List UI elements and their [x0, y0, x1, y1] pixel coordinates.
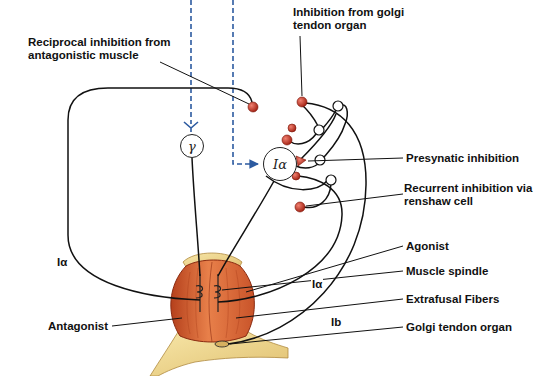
renshaw-cell	[326, 175, 336, 185]
muscle-spindle	[196, 274, 221, 312]
label-box: Iα	[311, 278, 323, 291]
annotation-label: Reciprocal inhibition from antagonistic …	[28, 36, 170, 61]
leader-line	[308, 158, 403, 161]
inhibitory-synapse	[295, 202, 305, 212]
label-box: Presynatic inhibition	[406, 152, 519, 165]
descending-pathway	[233, 0, 258, 164]
leader-line	[236, 299, 403, 318]
annotation-label: Extrafusal Fibers	[406, 293, 499, 305]
label-box: Golgi tendon organ	[406, 321, 512, 334]
fiber-label: Iα	[56, 256, 68, 268]
annotation-label: Muscle spindle	[406, 265, 488, 277]
interneuron-cell	[315, 155, 325, 165]
gamma-motor-neuron: γ	[180, 134, 204, 158]
fiber-label: Iα	[311, 278, 323, 290]
node-text: Iα	[273, 157, 287, 172]
label-box: Muscle spindle	[406, 265, 488, 278]
node-text: γ	[188, 139, 196, 154]
label-box: Antagonist	[48, 320, 108, 333]
label-box: Recurrent inhibition via renshaw cell	[404, 182, 536, 208]
annotation-label: Antagonist	[48, 320, 108, 332]
interneuron-cell	[333, 101, 343, 111]
leader-line	[300, 36, 302, 96]
label-box: Iα	[56, 256, 68, 269]
muscle-divider	[209, 262, 212, 342]
label-box: Extrafusal Fibers	[406, 293, 499, 306]
annotation-label: Agonist	[406, 240, 449, 252]
alpha-motor-neuron: Iα	[263, 147, 297, 181]
inhibitory-synapse	[288, 124, 296, 132]
gamma-efferent	[192, 158, 200, 276]
annotation-label: Golgi tendon organ	[406, 321, 512, 333]
label-box: Ib	[330, 316, 342, 329]
alpha-efferent	[218, 181, 274, 276]
fiber-label: Ib	[330, 316, 342, 328]
annotation-label: Recurrent inhibition via renshaw cell	[404, 182, 532, 207]
label-box: Reciprocal inhibition from antagonistic …	[28, 36, 178, 62]
interneuron-cell	[314, 125, 324, 135]
ib-afferent	[228, 103, 366, 344]
inhibitory-synapse	[297, 97, 307, 107]
presynaptic-branch	[300, 114, 336, 160]
interneuron	[289, 103, 347, 168]
inhibitory-synapse	[248, 102, 258, 112]
leader-line	[160, 62, 249, 104]
ia-afferent-agonist	[218, 176, 342, 302]
synapse-fork	[184, 122, 198, 132]
leader-line	[112, 318, 182, 326]
muscle-belly	[171, 260, 255, 342]
leader-line	[230, 327, 403, 344]
annotation-label: Inhibition from golgi tendon organ	[293, 6, 404, 31]
label-box: Inhibition from golgi tendon organ	[293, 6, 433, 32]
label-box: Agonist	[406, 240, 449, 253]
leader-line	[306, 194, 403, 206]
annotation-label: Presynatic inhibition	[406, 152, 519, 164]
presynaptic-terminal	[296, 156, 306, 166]
leader-line	[222, 271, 403, 290]
descending-pathway	[190, 0, 192, 124]
inhibitory-synapse	[282, 135, 292, 145]
ia-afferent-antagonist	[68, 88, 252, 300]
golgi-tendon-organ	[215, 341, 229, 347]
